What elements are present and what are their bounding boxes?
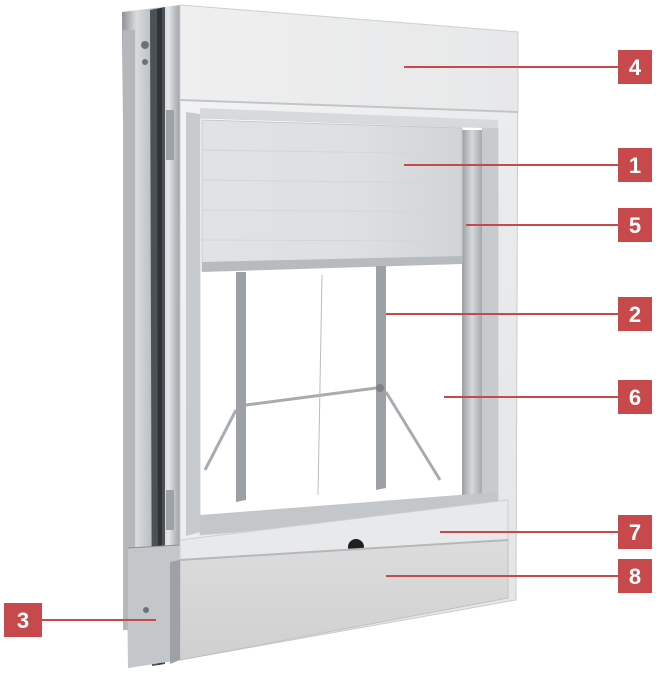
callout-6: 6 [618, 380, 652, 414]
callout-5-label: 5 [629, 213, 641, 238]
callout-6-label: 6 [629, 385, 641, 410]
callout-7-label: 7 [629, 520, 641, 545]
callout-8-label: 8 [629, 564, 641, 589]
callout-7: 7 [618, 515, 652, 549]
callout-4: 4 [618, 50, 652, 84]
callout-1-label: 1 [629, 153, 641, 178]
callout-5: 5 [618, 208, 652, 242]
shutter-box [180, 5, 518, 112]
callout-3: 3 [4, 603, 42, 637]
callout-8: 8 [618, 559, 652, 593]
callout-4-label: 4 [629, 55, 642, 80]
shutter-curtain [202, 120, 462, 272]
callout-2: 2 [618, 297, 652, 331]
callout-2-label: 2 [629, 302, 641, 327]
bottom-box [170, 540, 508, 664]
callout-1: 1 [618, 148, 652, 182]
callout-3-label: 3 [17, 608, 29, 633]
guide-rail-left [186, 112, 200, 536]
